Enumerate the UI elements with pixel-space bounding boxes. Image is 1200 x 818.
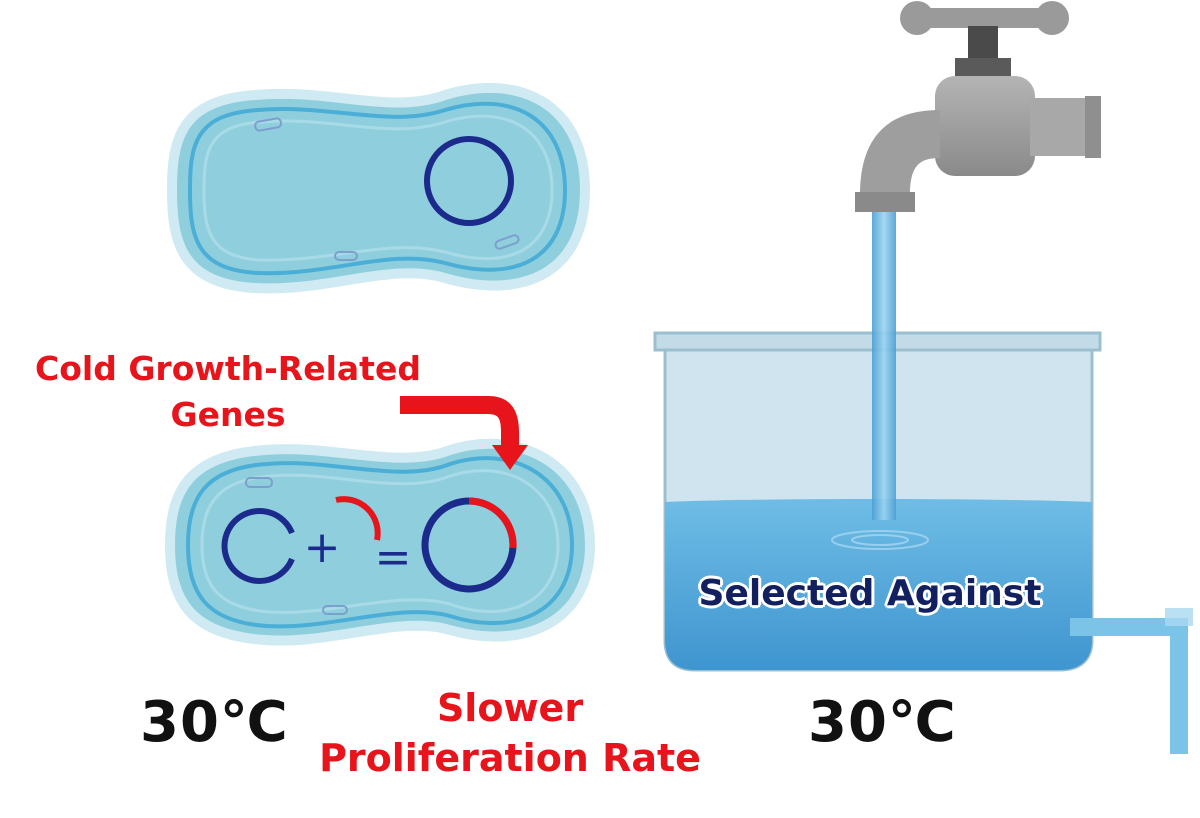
water-stream-icon <box>872 210 896 520</box>
cold-growth-line2: Genes <box>170 395 286 434</box>
cold-growth-genes-label: Cold Growth-Related Genes <box>18 346 438 438</box>
equals-operator: = <box>375 532 412 583</box>
temperature-right: 30℃ <box>808 690 957 755</box>
temperature-left: 30℃ <box>140 690 289 755</box>
bacterium-cell-bottom: + = <box>164 438 596 646</box>
selected-against-label: Selected Against <box>698 573 1042 614</box>
bent-arrow-icon <box>400 396 528 470</box>
cold-growth-line1: Cold Growth-Related <box>35 349 421 388</box>
gene-insert-arc-icon <box>335 496 381 541</box>
slower-line2: Proliferation Rate <box>319 736 701 780</box>
overflow-pipe-icon <box>1070 608 1193 754</box>
slower-proliferation-label: Slower Proliferation Rate <box>290 683 730 783</box>
open-plasmid-icon <box>221 508 295 584</box>
bacterium-cell-top <box>166 82 591 294</box>
recombinant-insert-arc <box>468 497 517 549</box>
plasmid-ring-icon <box>424 136 514 226</box>
faucet-icon <box>855 1 1101 212</box>
slower-line1: Slower <box>436 686 584 730</box>
plus-operator: + <box>304 522 341 573</box>
